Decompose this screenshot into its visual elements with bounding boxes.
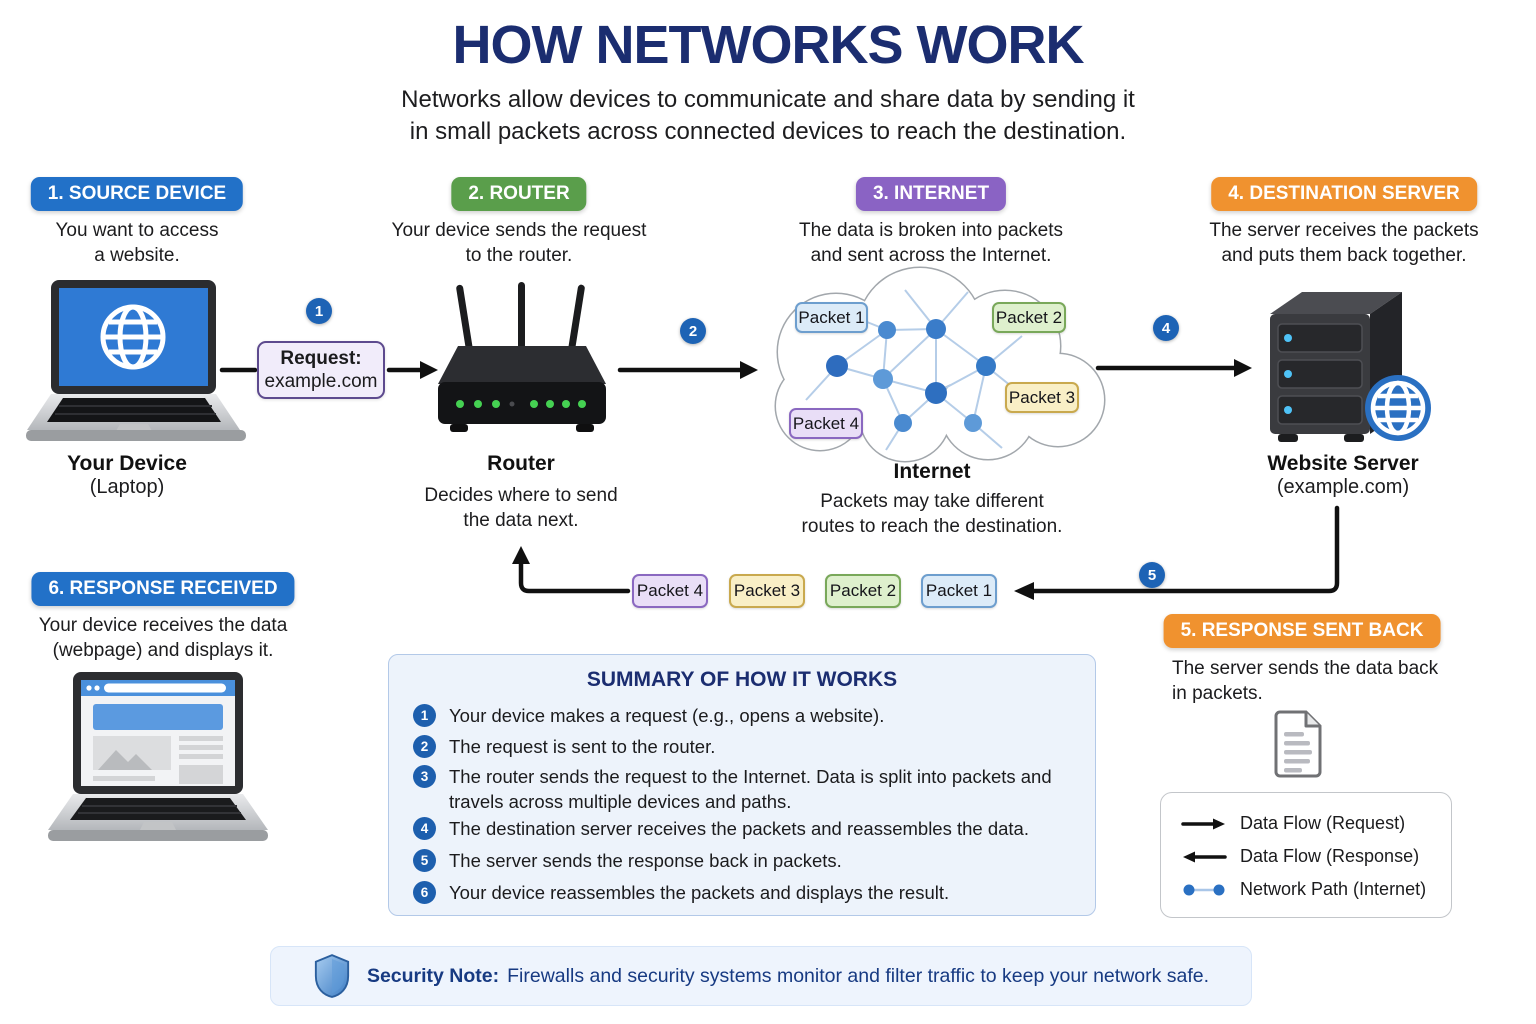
summary-item-6: 6 Your device reassembles the packets an…: [413, 880, 1089, 905]
return-packet-4: Packet 4: [632, 574, 708, 608]
summary-number-4: 4: [413, 817, 436, 840]
summary-number-1: 1: [413, 704, 436, 727]
desc-response-sent-back: The server sends the data back in packet…: [1172, 658, 1439, 704]
flow-number-1: 1: [306, 298, 332, 324]
label-your-device: Your Device (Laptop): [67, 452, 187, 498]
return-packet-2: Packet 2: [825, 574, 901, 608]
label-router: Router: [487, 452, 555, 475]
server-globe-icon: [1365, 375, 1431, 441]
label-website-server: Website Server (example.com): [1267, 452, 1419, 498]
arrow-right-icon: [1181, 818, 1225, 829]
cloud-packet-4: Packet 4: [789, 408, 863, 439]
laptop-webpage-icon: [48, 672, 268, 841]
summary-title: SUMMARY OF HOW IT WORKS: [586, 668, 898, 691]
return-packet-3: Packet 3: [729, 574, 805, 608]
summary-item-5: 5 The server sends the response back in …: [413, 848, 1089, 873]
subtitle-line-1: Networks allow devices to communicate an…: [401, 86, 1135, 113]
summary-item-3: 3 The router sends the request to the In…: [413, 764, 1089, 814]
internet-subtext: Packets may take different routes to rea…: [801, 491, 1063, 537]
router-icon: [438, 282, 606, 432]
request-flow-arrows: [219, 359, 1252, 379]
summary-number-3: 3: [413, 765, 436, 788]
summary-box: SUMMARY OF HOW IT WORKS 1 Your device ma…: [388, 654, 1096, 916]
badge-router: 2. ROUTER: [451, 177, 587, 211]
legend-item-network-path: Network Path (Internet): [1181, 873, 1451, 906]
arrow-left-icon: [1183, 851, 1227, 862]
summary-item-1: 1 Your device makes a request (e.g., ope…: [413, 703, 1089, 728]
badge-internet: 3. INTERNET: [855, 177, 1007, 211]
summary-item-4: 4 The destination server receives the pa…: [413, 816, 1089, 841]
shield-icon: [314, 954, 350, 998]
subtitle-line-2: in small packets across connected device…: [409, 118, 1127, 145]
request-box: Request: example.com: [257, 341, 385, 399]
summary-number-6: 6: [413, 881, 436, 904]
badge-destination-server: 4. DESTINATION SERVER: [1211, 177, 1477, 211]
server-icon: [1270, 292, 1402, 442]
badge-response-sent-back: 5. RESPONSE SENT BACK: [1163, 614, 1441, 648]
router-subtext: Decides where to send the data next.: [424, 485, 618, 531]
return-packet-1: Packet 1: [921, 574, 997, 608]
legend-item-request: Data Flow (Request): [1181, 807, 1451, 840]
badge-source-device: 1. SOURCE DEVICE: [30, 177, 244, 211]
document-icon: [1274, 710, 1322, 778]
summary-number-2: 2: [413, 735, 436, 758]
desc-response-received: Your device receives the data (webpage) …: [38, 615, 288, 661]
cloud-packet-3: Packet 3: [1005, 382, 1079, 413]
cloud-packet-1: Packet 1: [795, 302, 868, 333]
flow-number-4: 4: [1153, 315, 1179, 341]
security-note-text: Security Note:Firewalls and security sys…: [366, 964, 1210, 987]
page-title: HOW NETWORKS WORK: [452, 15, 1085, 75]
flow-number-5: 5: [1139, 562, 1165, 588]
flow-number-2: 2: [680, 318, 706, 344]
summary-number-5: 5: [413, 849, 436, 872]
globe-icon: [100, 304, 166, 370]
network-path-icon: [1183, 884, 1225, 895]
legend-box: Data Flow (Request) Data Flow (Response)…: [1160, 792, 1452, 918]
badge-response-received: 6. RESPONSE RECEIVED: [31, 572, 295, 606]
cloud-packet-2: Packet 2: [992, 302, 1066, 333]
label-internet: Internet: [893, 460, 971, 483]
page-subtitle: Networks allow devices to communicate an…: [0, 84, 1536, 148]
security-note-bar: Security Note:Firewalls and security sys…: [270, 946, 1252, 1006]
network-path-nodes: [826, 319, 996, 432]
response-flow-arrows: [512, 505, 1340, 600]
summary-item-2: 2 The request is sent to the router.: [413, 734, 1089, 759]
laptop-icon: [26, 280, 246, 441]
legend-item-response: Data Flow (Response): [1181, 840, 1451, 873]
